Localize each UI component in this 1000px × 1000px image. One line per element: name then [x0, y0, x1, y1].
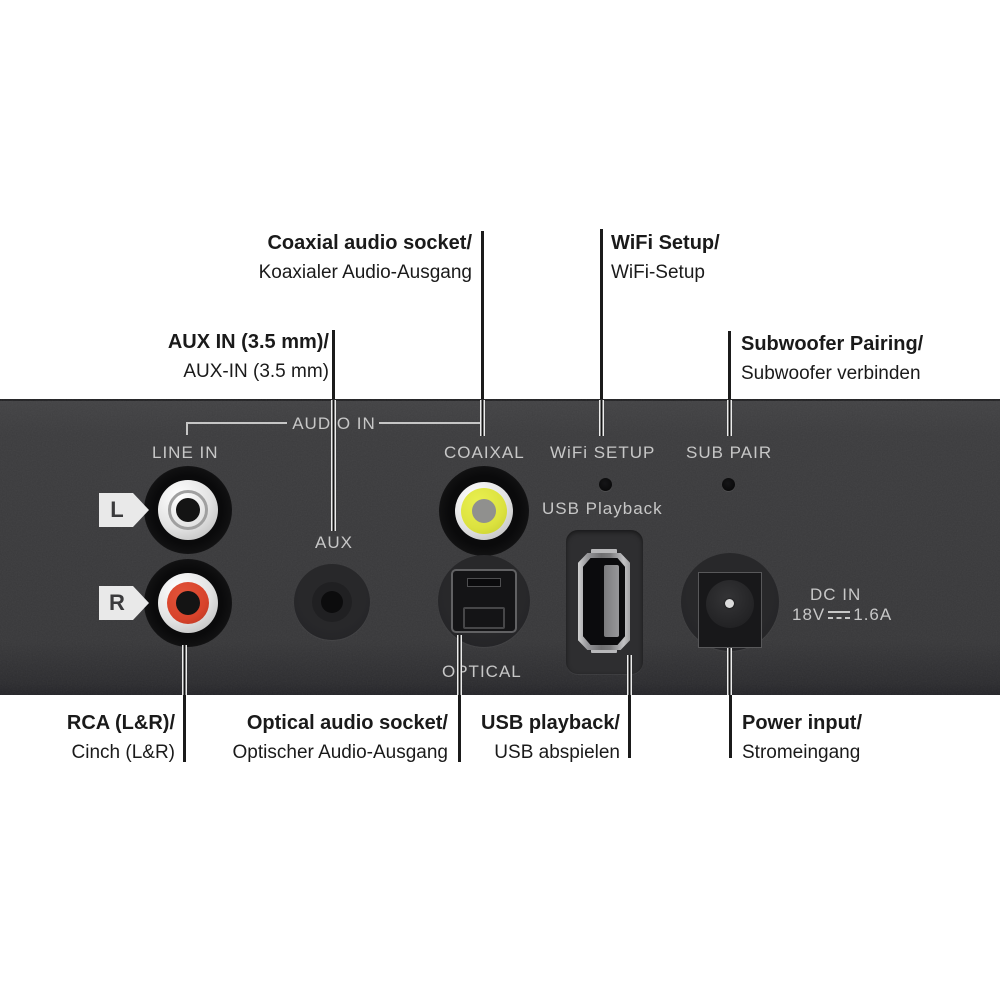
optical-jack-inner — [463, 607, 505, 629]
leader-coaxial-top — [481, 231, 484, 399]
callout-usb: USB playback/ USB abspielen — [481, 708, 620, 768]
dc-symbol-icon — [828, 610, 851, 621]
callout-rca: RCA (L&R)/ Cinch (L&R) — [67, 708, 175, 768]
dc-jack-pin — [725, 599, 734, 608]
callout-aux-in-de: AUX-IN (3.5 mm) — [183, 361, 329, 382]
callout-optical: Optical audio socket/ Optischer Audio-Au… — [233, 708, 448, 768]
callout-wifi: WiFi Setup/ WiFi-Setup — [611, 228, 720, 288]
callout-wifi-en: WiFi Setup/ — [611, 232, 720, 254]
leader-power-panel — [727, 648, 732, 695]
callout-subwoofer: Subwoofer Pairing/ Subwoofer verbinden — [741, 329, 923, 389]
rca-left-jack-hole — [176, 498, 200, 522]
callout-power: Power input/ Stromeingang — [742, 708, 862, 768]
left-channel-letter: L — [110, 497, 124, 522]
callout-usb-en: USB playback/ — [481, 712, 620, 734]
aux-jack-hole — [321, 591, 343, 613]
rear-panel: AUDIO IN LINE IN COAIXAL WiFi SETUP SUB … — [0, 399, 1000, 695]
callout-aux-in: AUX IN (3.5 mm)/ AUX-IN (3.5 mm) — [168, 327, 329, 387]
callout-subwoofer-de: Subwoofer verbinden — [741, 363, 921, 384]
callout-usb-de: USB abspielen — [494, 742, 620, 763]
optical-label: OPTICAL — [442, 662, 522, 681]
coaxial-jack-center — [472, 499, 496, 523]
leader-optical-bottom — [458, 695, 461, 762]
sub-pair-button-hole — [722, 478, 735, 491]
left-channel-badge: L — [99, 493, 149, 527]
callout-rca-de: Cinch (L&R) — [71, 742, 175, 763]
sub-pair-label: SUB PAIR — [686, 443, 773, 462]
usb-playback-label: USB Playback — [542, 499, 663, 518]
callout-coaxial-en: Coaxial audio socket/ — [267, 232, 472, 254]
leader-subwoofer-top — [728, 331, 731, 399]
dc-rating: 18V 1.6A — [792, 605, 892, 625]
leader-wifi-panel — [599, 400, 604, 436]
leader-power-bottom — [729, 695, 732, 758]
callout-subwoofer-en: Subwoofer Pairing/ — [741, 333, 924, 355]
callout-optical-de: Optischer Audio-Ausgang — [232, 742, 448, 763]
usb-port-tongue — [604, 565, 619, 637]
leader-aux-panel — [331, 400, 336, 531]
callout-aux-in-en: AUX IN (3.5 mm)/ — [167, 331, 329, 353]
leader-rca-panel — [182, 645, 187, 695]
leader-usb-panel — [627, 655, 632, 695]
leader-subwoofer-panel — [727, 400, 732, 436]
audio-in-bracket-right — [379, 422, 483, 424]
audio-in-bracket-left — [186, 422, 287, 424]
callout-coaxial-de: Koaxialer Audio-Ausgang — [258, 262, 472, 283]
callout-coaxial: Coaxial audio socket/ Koaxialer Audio-Au… — [259, 228, 472, 288]
callout-wifi-de: WiFi-Setup — [611, 262, 705, 283]
callout-power-de: Stromeingang — [742, 742, 861, 763]
wifi-setup-button-hole — [599, 478, 612, 491]
leader-aux-top — [332, 330, 335, 399]
leader-usb-bottom — [628, 695, 631, 758]
wifi-setup-label: WiFi SETUP — [550, 443, 656, 462]
callout-rca-en: RCA (L&R)/ — [66, 712, 175, 734]
coaxial-label: COAIXAL — [444, 443, 525, 462]
dc-in-label: DC IN — [810, 585, 862, 604]
callout-optical-en: Optical audio socket/ — [246, 712, 448, 734]
aux-label: AUX — [315, 533, 353, 552]
rca-right-jack-hole — [176, 591, 200, 615]
optical-jack-shutter — [467, 578, 501, 587]
right-channel-badge: R — [99, 586, 149, 620]
leader-coaxial-panel — [480, 400, 485, 436]
dc-current: 1.6A — [853, 605, 893, 624]
leader-wifi-top — [600, 229, 603, 399]
dc-voltage: 18V — [792, 605, 826, 624]
line-in-label: LINE IN — [152, 443, 219, 462]
leader-optical-panel — [457, 635, 462, 695]
right-channel-letter: R — [109, 590, 125, 615]
callout-power-en: Power input/ — [742, 712, 862, 734]
leader-rca-bottom — [183, 695, 186, 762]
